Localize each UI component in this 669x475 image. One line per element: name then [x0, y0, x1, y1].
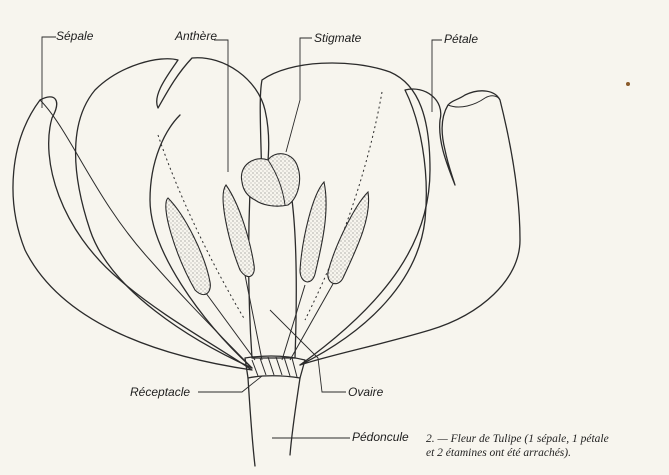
petal-front-right-curl [447, 95, 501, 108]
label-ovaire: Ovaire [348, 385, 384, 399]
petal-inner-left [149, 114, 253, 369]
ovary [248, 189, 297, 359]
label-anthere: Anthère [174, 29, 217, 43]
peduncle [247, 377, 301, 467]
sepal-fold-left [39, 99, 253, 369]
leader-sepale [41, 36, 56, 108]
filament-2 [244, 274, 263, 361]
petal-back-left [74, 57, 270, 369]
filament-1 [199, 284, 256, 361]
caption-line-2: et 2 étamines ont été arrachés). [426, 447, 571, 459]
stigma-groove [267, 159, 286, 206]
label-sepale: Sépale [56, 29, 94, 43]
guide-dashed-left [157, 134, 246, 321]
anther-1 [165, 197, 211, 296]
petal-back-right [259, 62, 431, 366]
leader-anthere [214, 39, 229, 172]
label-pedoncule: Pédoncule [352, 430, 409, 444]
ink-spot [626, 82, 630, 86]
stigma [240, 153, 301, 207]
leader-ovaire [269, 309, 346, 393]
caption-line-1: 2. — Fleur de Tulipe (1 sépale, 1 pétale [426, 433, 609, 445]
leader-petale [431, 39, 442, 112]
label-stigmate: Stigmate [314, 31, 362, 45]
leader-receptacle [198, 375, 263, 393]
petal-front-right [299, 88, 521, 366]
guide-dashed-right [304, 91, 383, 321]
anther-2 [222, 184, 255, 278]
label-petale: Pétale [444, 32, 478, 46]
leader-stigmate [285, 37, 312, 153]
sepal-outer-left [12, 96, 253, 371]
filament-4 [289, 274, 339, 361]
label-receptacle: Réceptacle [130, 385, 190, 399]
anther-4 [327, 190, 370, 285]
figure-caption: 2. — Fleur de Tulipe (1 sépale, 1 pétale… [426, 432, 666, 460]
receptacle-hatch [251, 356, 298, 378]
anther-3 [299, 180, 327, 283]
filament-3 [281, 284, 306, 361]
